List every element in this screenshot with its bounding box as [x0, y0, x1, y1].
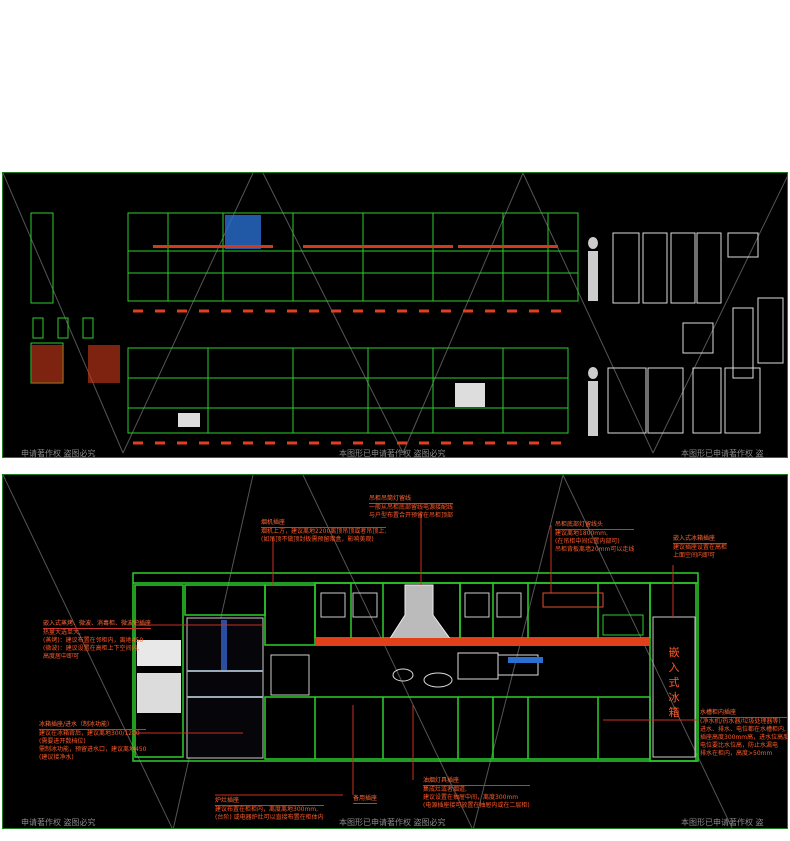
kitchen-elevation-drawing [3, 475, 733, 828]
watermark-text: 本图形已申请著作权 盗图必究 [339, 449, 446, 458]
note-line: 建议设置在抽屉中间，离度300mm [423, 794, 519, 801]
stove-socket-note: 炉灶插座 建议布置在柜柜内，离度离地300mm, (台阶) 或电器炉灶可以直接布… [215, 797, 324, 822]
sink-socket-note: 水槽柜内插座 (净水机/热水器/垃圾处理器等) 进水、排水、电位都在水槽柜内, … [700, 709, 788, 758]
note-line: (微波)：建议设置在高柜上下空间内, [43, 645, 140, 652]
note-line: 建议离地1800mm, [555, 530, 608, 537]
note-line: 建议在冰箱背后，建议离地300/1200 [39, 730, 140, 737]
note-line: (净水机/热水器/垃圾处理器等) [700, 718, 781, 725]
note-line: 进水、排水、电位都在水槽柜内, [700, 726, 786, 733]
note-line: 与户型布置合开预留在吊柜顶部 [369, 512, 454, 519]
steam-oven-socket-note: 嵌入式蒸烤、微波、消毒柜、微波炉插座 热量大选单大, (蒸烤)：建议布置在邻柜内… [43, 620, 152, 661]
note-title: 嵌入式冰箱插座 [673, 535, 728, 544]
builtin-fridge-label: 嵌入式冰箱 [668, 646, 680, 719]
note-line: 需制冰功能，预留进水口，建议离地450 [39, 746, 147, 753]
note-line: 插座高度300mm高，进水位高度400 [700, 734, 788, 741]
note-line: (建议接净水) [39, 754, 74, 761]
note-title: 嵌入式蒸烤、微波、消毒柜、微波炉插座 [43, 620, 152, 629]
watermark-text: 申请著作权 盗图必究 [21, 818, 96, 827]
watermark-text: 本图形已申请著作权 盗 [681, 449, 764, 458]
note-title: 备用插座 [353, 795, 378, 804]
note-line: 上面空间内即可 [673, 552, 716, 559]
note-line: (需要进开数档位) [39, 738, 86, 745]
note-title: 吊柜底部灯留线头 [555, 521, 635, 530]
spare-socket-note: 备用插座 [353, 795, 378, 804]
builtin-fridge-socket-note: 嵌入式冰箱插座 建议插座设置在高柜 上面空间内即可 [673, 535, 728, 560]
note-line: 排水在柜内，高度>50mm [700, 750, 773, 757]
note-line: 集成灶或者烟道, [423, 786, 467, 793]
note-title: 水槽柜内插座 [700, 709, 787, 718]
note-line: 烟机上方，建议离地2200离顶吊顶或者吊顶上, [261, 528, 387, 535]
cabinet-light-note: 吊柜吊筒灯留线 一般从吊柜底部留线电源接配线 与户型布置合开预留在吊柜顶部 [369, 495, 454, 520]
note-line: 电位要比水位高，防止水漏电 [700, 742, 779, 749]
note-title: 冰箱插座/进水（制冰功能） [39, 721, 147, 730]
note-title: 吊柜吊筒灯留线 [369, 495, 454, 504]
kitchen-elevation-panel: 嵌入式蒸烤、微波、消毒柜、微波炉插座 热量大选单大, (蒸烤)：建议布置在邻柜内… [2, 474, 788, 829]
note-title: 烟机插座 [261, 519, 387, 528]
watermark-text: 申请著作权 盗图必究 [21, 449, 96, 458]
note-line: 高度居中即可 [43, 653, 80, 660]
cad-elevation-overview [3, 173, 787, 454]
watermark-text: 本图形已申请著作权 盗图必究 [339, 818, 446, 827]
note-line: 一般从吊柜底部留线电源接配线 [369, 504, 454, 511]
range-socket-note: 油烟灯具插座 集成灶或者烟道, 建议设置在抽屉中间，离度300mm (电源插座接… [423, 777, 530, 810]
note-line: 建议插座设置在高柜 [673, 544, 728, 551]
hood-socket-note: 烟机插座 烟机上方，建议离地2200离顶吊顶或者吊顶上, (如吊顶不做顶封板需预… [261, 519, 387, 544]
fridge-socket-note: 冰箱插座/进水（制冰功能） 建议在冰箱背后，建议离地300/1200 (需要进开… [39, 721, 147, 762]
note-line: (蒸烤)：建议布置在邻柜内，离地450 [43, 637, 144, 644]
note-line: 建议布置在柜柜内，离度离地300mm, [215, 806, 319, 813]
note-line: 吊柜背板离墙20mm可以走线 [555, 546, 635, 553]
note-title: 炉灶插座 [215, 797, 324, 806]
note-line: 热量大选单大, [43, 629, 81, 636]
note-title: 油烟灯具插座 [423, 777, 530, 786]
watermark-text: 本图形已申请著作权 盗 [681, 818, 764, 827]
note-line: (如吊顶不做顶封板需预留暗盒，影响美观) [261, 536, 374, 543]
note-line: (台阶) 或电器炉灶可以直接布置在柜体内 [215, 814, 324, 821]
under-cabinet-light-note: 吊柜底部灯留线头 建议离地1800mm, (在吊柜中间位置内部可) 吊柜背板离墙… [555, 521, 635, 554]
note-line: (在吊柜中间位置内部可) [555, 538, 620, 545]
note-line: (电源插座接可放置在抽屉内或在二层柜) [423, 802, 530, 809]
top-drawing-panel: 申请著作权 盗图必究 本图形已申请著作权 盗图必究 本图形已申请著作权 盗 [2, 172, 788, 458]
